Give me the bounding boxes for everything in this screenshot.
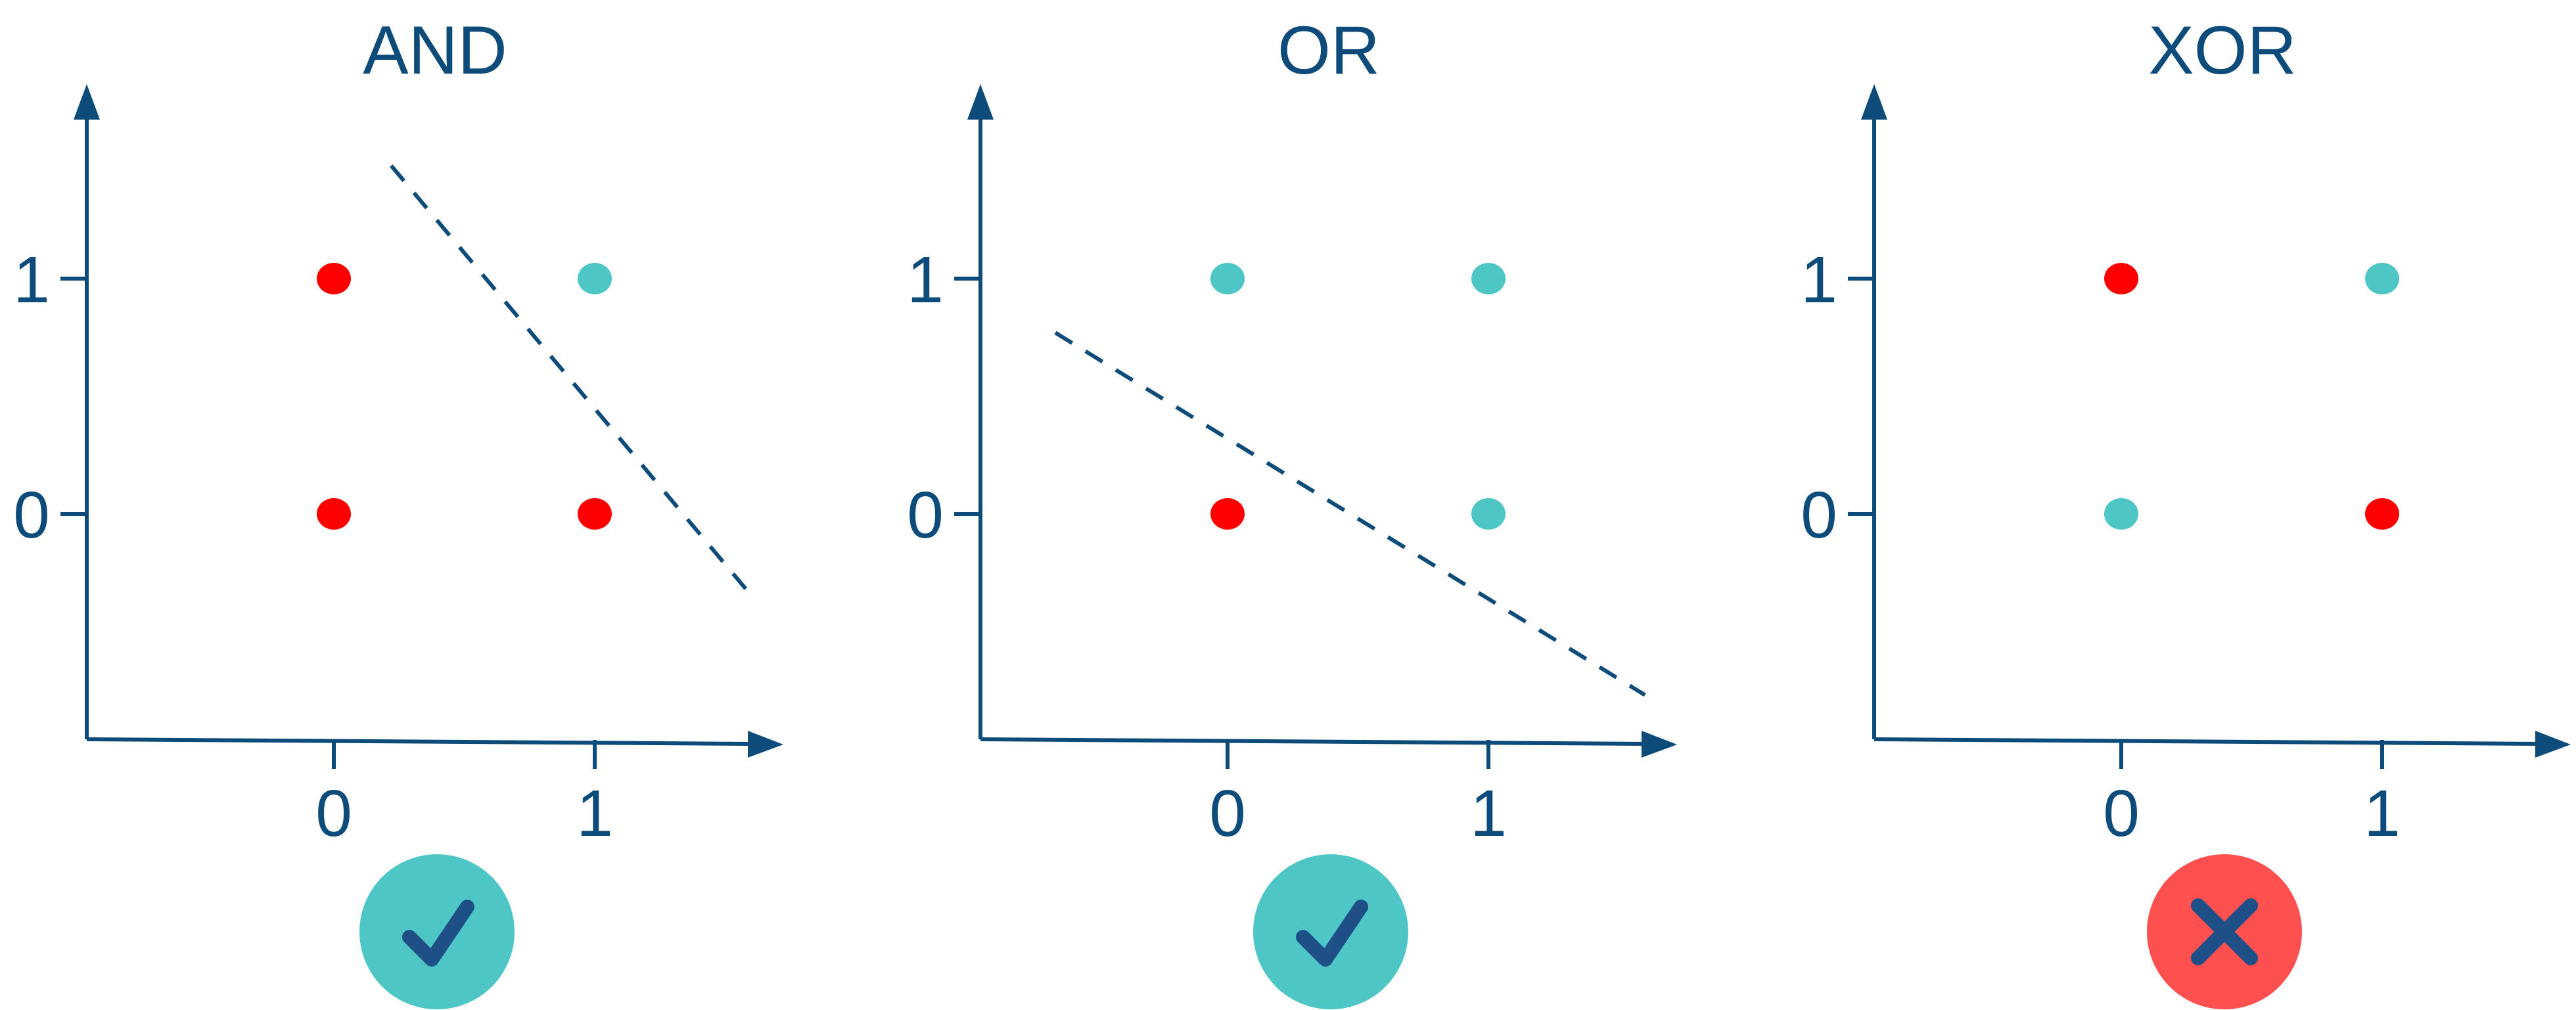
data-point-class-zero [1210, 498, 1245, 530]
data-point-class-zero [317, 498, 351, 530]
result-badge [2147, 854, 2302, 1009]
cross-icon [2191, 898, 2258, 965]
data-point-class-one [1471, 498, 1506, 530]
data-point-class-one [578, 263, 612, 294]
y-axis-arrowhead [74, 84, 100, 120]
result-badge [1253, 854, 1408, 1009]
panel-title: OR [1277, 12, 1380, 89]
data-point-class-zero [2365, 498, 2399, 530]
panel-or: OR 0 1 0 1 [907, 12, 1677, 1009]
data-point-class-zero [2104, 263, 2138, 294]
decision-boundary [390, 164, 748, 591]
x-tick-label: 1 [576, 777, 613, 850]
x-axis-arrowhead [2535, 731, 2571, 758]
x-axis-arrowhead [1642, 731, 1677, 758]
data-point-class-one [1471, 263, 1506, 294]
data-point-class-one [1210, 263, 1245, 294]
data-point-class-zero [317, 263, 351, 294]
x-tick-label: 0 [2103, 777, 2140, 850]
y-axis-arrowhead [967, 84, 994, 120]
data-point-class-one [2104, 498, 2138, 530]
x-tick-label: 1 [1470, 777, 1507, 850]
y-tick-label: 0 [13, 478, 50, 552]
panel-xor: XOR 0 1 0 1 [1801, 12, 2571, 1009]
result-badge [359, 854, 515, 1009]
x-tick-label: 1 [2364, 777, 2401, 850]
panel-and: AND 0 1 0 1 [13, 12, 783, 1009]
panel-title: XOR [2148, 12, 2296, 89]
checkmark-icon [402, 900, 474, 967]
y-tick-label: 1 [907, 243, 944, 317]
x-tick-label: 0 [315, 777, 352, 850]
x-axis [980, 737, 1650, 746]
y-tick-label: 1 [13, 243, 50, 317]
x-tick-label: 0 [1209, 777, 1246, 850]
x-axis [1874, 737, 2544, 746]
y-tick-label: 1 [1801, 243, 1837, 317]
panel-title: AND [363, 12, 507, 89]
data-point-class-one [2365, 263, 2399, 294]
y-tick-label: 0 [907, 478, 944, 552]
x-axis-arrowhead [748, 731, 783, 758]
x-axis [86, 737, 756, 746]
checkmark-icon [1296, 900, 1368, 967]
y-axis-arrowhead [1861, 84, 1887, 120]
decision-boundary [1054, 331, 1646, 697]
data-point-class-zero [578, 498, 612, 530]
y-tick-label: 0 [1801, 478, 1837, 552]
